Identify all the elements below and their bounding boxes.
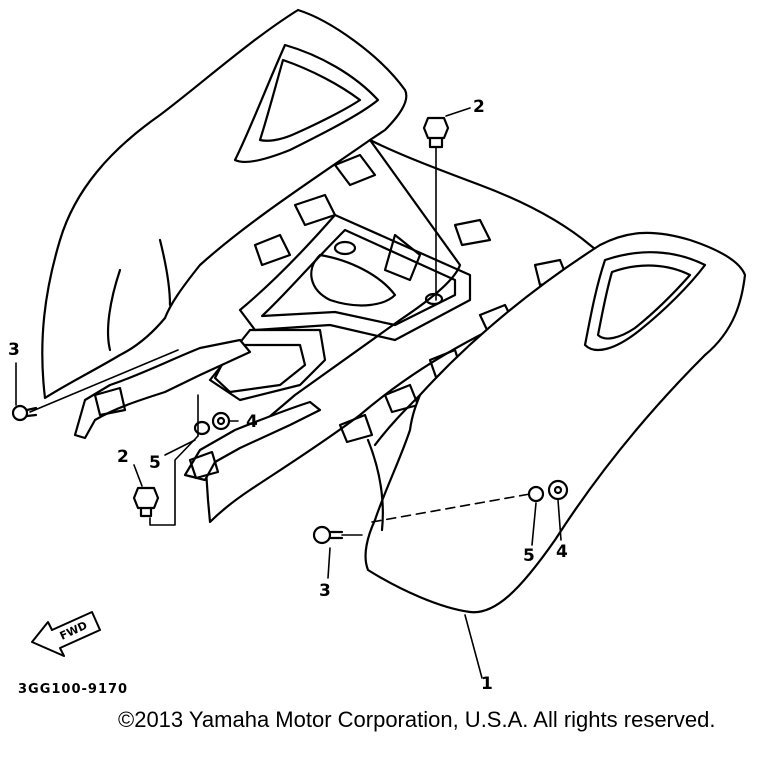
callout-3-left: 3 (8, 340, 20, 360)
callout-5-left: 5 (149, 453, 161, 473)
left-bracket (73, 338, 252, 440)
callout-3-bottom: 3 (319, 581, 331, 601)
right-bracket (183, 400, 322, 482)
nut-right-4 (547, 479, 569, 501)
callout-2-top: 2 (473, 97, 485, 117)
washer-right-5 (527, 485, 545, 503)
callout-1: 1 (481, 674, 493, 694)
callout-4-right: 4 (556, 542, 568, 562)
screw-left-3 (11, 404, 38, 422)
leader-lines (15, 107, 562, 679)
fwd-arrow-icon (31, 611, 101, 657)
screw-bottom-3 (312, 525, 344, 545)
copyright-notice: ©2013 Yamaha Motor Corporation, U.S.A. A… (118, 707, 716, 732)
nut-left-4 (211, 411, 231, 431)
diagram-code: 3GG100-9170 (18, 682, 129, 697)
right-fender (364, 231, 747, 614)
left-fender (41, 8, 408, 400)
callout-4-left: 4 (246, 412, 258, 432)
callout-5-right: 5 (523, 546, 535, 566)
bolt-left-2 (132, 486, 160, 518)
washer-left-5 (193, 420, 211, 436)
bolt-top (422, 116, 450, 149)
callout-2-left: 2 (117, 447, 129, 467)
